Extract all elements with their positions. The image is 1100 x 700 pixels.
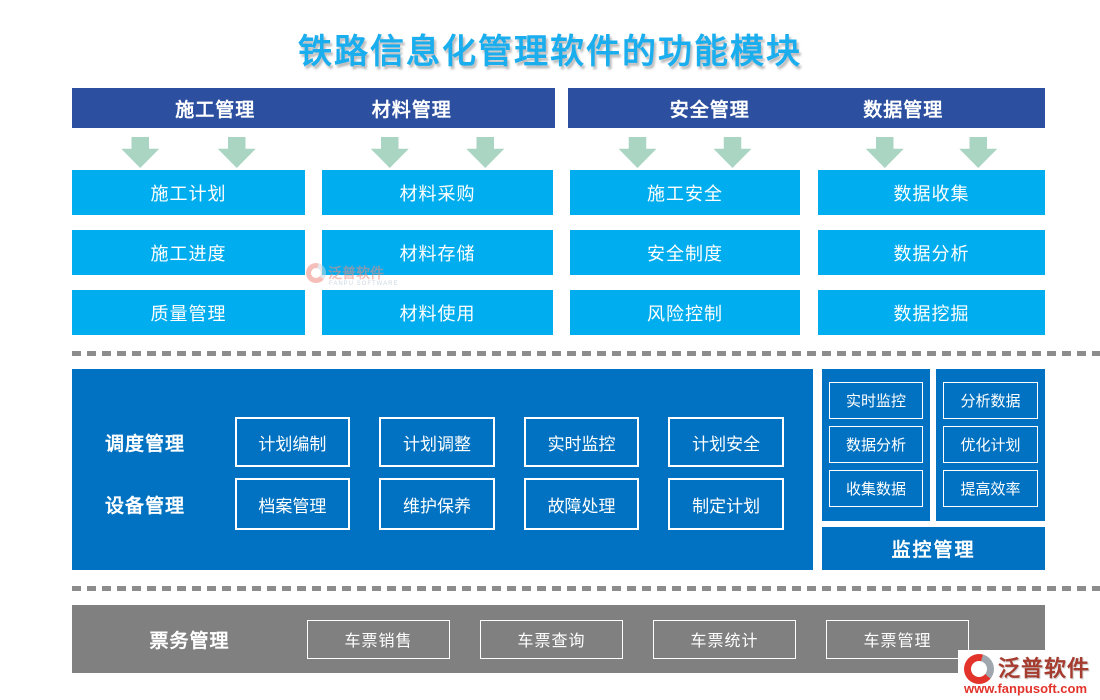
mid-function-box: 计划调整 [379, 417, 495, 467]
monitor-box: 收集数据 [829, 470, 923, 507]
monitor-box: 分析数据 [943, 382, 1038, 419]
mid-function-box: 实时监控 [523, 417, 640, 467]
module-group-header-data: 数据管理 [863, 99, 944, 121]
ticket-section: 票务管理 车票销售 车票查询 车票统计 车票管理 [72, 605, 1045, 673]
function-box: 施工计划 [72, 170, 305, 215]
down-arrow-icon [959, 137, 998, 168]
header-bar-right: 安全管理 数据管理 [568, 88, 1045, 128]
ticket-section-label: 票务管理 [149, 630, 230, 652]
fanpu-logo-text: 泛普软件 [998, 656, 1091, 681]
function-box: 安全制度 [570, 230, 800, 275]
down-arrow-icon [713, 137, 752, 168]
mid-function-box: 档案管理 [234, 478, 351, 530]
module-group-header-construction: 施工管理 [175, 99, 256, 121]
ticket-box: 车票销售 [307, 619, 450, 659]
watermark-subtext: FANPU SOFTWARE [329, 281, 399, 287]
equipment-row: 设备管理 档案管理 维护保养 故障处理 制定计划 [72, 478, 813, 530]
row-label-equipment: 设备管理 [105, 495, 186, 517]
function-box: 材料采购 [322, 170, 553, 215]
down-arrow-icon [121, 137, 160, 168]
arrow-row [322, 137, 553, 168]
fanpu-logo-url: www.fanpusoft.com [964, 681, 1088, 696]
column-safety: 施工安全 安全制度 风险控制 [570, 137, 800, 350]
monitor-box: 提高效率 [943, 470, 1038, 507]
column-data: 数据收集 数据分析 数据挖掘 [818, 137, 1045, 350]
section-divider [72, 586, 1100, 591]
function-box: 质量管理 [72, 290, 305, 335]
mid-function-box: 计划安全 [668, 417, 784, 467]
function-box: 数据收集 [818, 170, 1045, 215]
down-arrow-icon [466, 137, 505, 168]
column-construction: 施工计划 施工进度 质量管理 [72, 137, 305, 350]
monitor-sub-panel-left: 实时监控 数据分析 收集数据 [822, 369, 930, 521]
ticket-box: 车票统计 [653, 619, 796, 659]
dispatch-row: 调度管理 计划编制 计划调整 实时监控 计划安全 [72, 417, 813, 467]
function-box: 数据分析 [818, 230, 1045, 275]
monitor-sub-panel-right: 分析数据 优化计划 提高效率 [936, 369, 1045, 521]
function-box: 数据挖掘 [818, 290, 1045, 335]
down-arrow-icon [370, 137, 409, 168]
fanpu-logo-icon [964, 654, 994, 684]
monitor-management-bar: 监控管理 [822, 527, 1045, 570]
ticket-box: 车票查询 [480, 619, 623, 659]
fanpu-logo-icon [306, 263, 326, 283]
function-box: 材料存储 [322, 230, 553, 275]
fanpu-logo: 泛普软件 www.fanpusoft.com [958, 650, 1100, 700]
mid-function-box: 计划编制 [234, 417, 351, 467]
function-box: 施工进度 [72, 230, 305, 275]
ticket-box: 车票管理 [826, 619, 969, 659]
dispatch-equipment-panel: 调度管理 计划编制 计划调整 实时监控 计划安全 设备管理 档案管理 维护保养 … [72, 369, 813, 570]
monitor-box: 数据分析 [829, 426, 923, 463]
page-title: 铁路信息化管理软件的功能模块 [298, 33, 802, 71]
function-box: 材料使用 [322, 290, 553, 335]
mid-function-box: 制定计划 [668, 478, 784, 530]
mid-function-box: 故障处理 [523, 478, 640, 530]
watermark-text: 泛普软件 [328, 265, 384, 281]
down-arrow-icon [217, 137, 256, 168]
monitor-box: 实时监控 [829, 382, 923, 419]
function-box: 风险控制 [570, 290, 800, 335]
function-box: 施工安全 [570, 170, 800, 215]
header-bar-left: 施工管理 材料管理 [72, 88, 555, 128]
monitor-box: 优化计划 [943, 426, 1038, 463]
section-divider [72, 351, 1100, 356]
arrow-row [72, 137, 305, 168]
module-group-header-material: 材料管理 [371, 99, 452, 121]
module-group-header-safety: 安全管理 [669, 99, 750, 121]
column-material: 材料采购 材料存储 材料使用 [322, 137, 553, 350]
arrow-row [818, 137, 1045, 168]
arrow-row [570, 137, 800, 168]
down-arrow-icon [618, 137, 657, 168]
down-arrow-icon [865, 137, 904, 168]
row-label-dispatch: 调度管理 [105, 433, 186, 455]
mid-function-box: 维护保养 [379, 478, 495, 530]
